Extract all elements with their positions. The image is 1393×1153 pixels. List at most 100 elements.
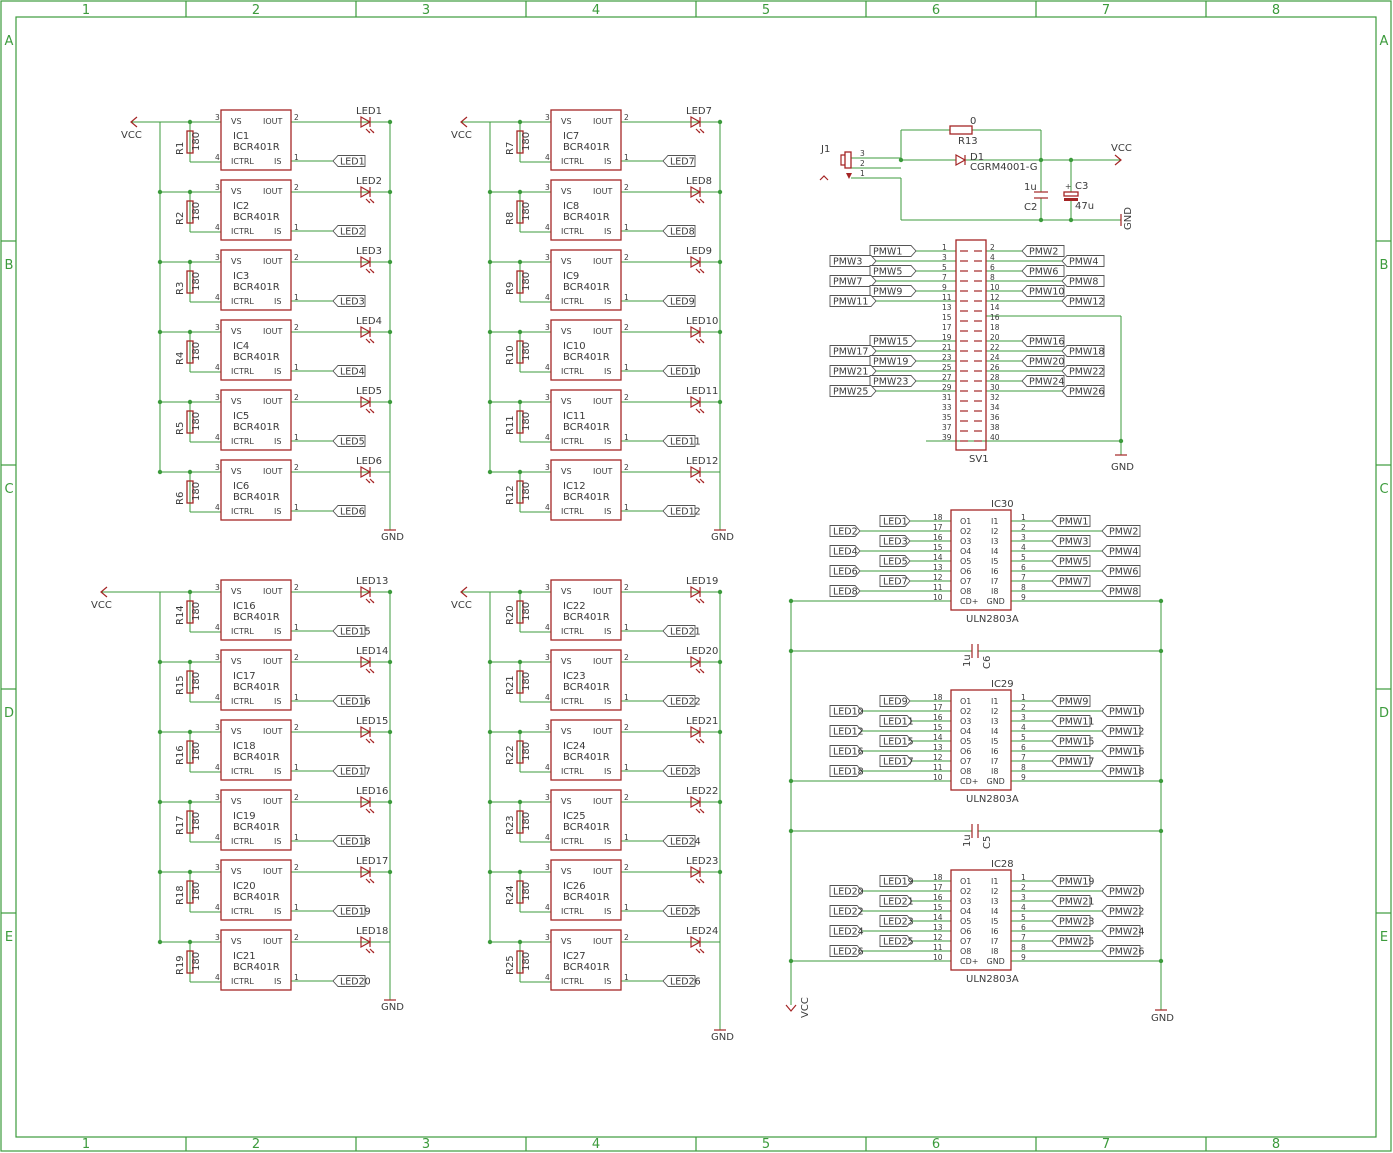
- resistor-designator: R8: [505, 212, 516, 225]
- net-label-flag: [879, 735, 913, 747]
- ic-designator: IC2: [233, 201, 249, 212]
- led-arrow-head: [702, 271, 704, 273]
- pin-number: 8: [1021, 943, 1026, 952]
- pin-number: 4: [545, 623, 550, 632]
- capacitor-plate-positive: [1063, 191, 1079, 197]
- net-label-flag: [1101, 565, 1141, 577]
- net-label-text: LED26: [833, 947, 864, 958]
- net-label-flag: [879, 695, 911, 707]
- pin-name-ictrl: ICTRL: [561, 297, 584, 306]
- net-label-flag: [1021, 245, 1065, 257]
- net-label-text: LED20: [340, 977, 371, 988]
- ic-value: ULN2803A: [966, 974, 1019, 985]
- pin-number: 17: [942, 323, 952, 332]
- pin-number: 4: [215, 293, 220, 302]
- pin-number: 9: [1021, 953, 1026, 962]
- pin-number: 4: [545, 363, 550, 372]
- pin-number: 3: [545, 463, 550, 472]
- net-label-flag: [829, 565, 861, 577]
- net-label-text: LED18: [833, 767, 864, 778]
- jack-switch-arrow: [846, 173, 852, 179]
- pin-name-iout: IOUT: [593, 587, 613, 596]
- jack-designator: J1: [820, 144, 830, 155]
- resistor-body: [186, 880, 194, 904]
- led-designator: LED17: [356, 856, 388, 867]
- pin-number: 27: [942, 373, 952, 382]
- led-arrow-head: [368, 601, 370, 603]
- led-designator: LED14: [356, 646, 388, 657]
- pin-name-vs: VS: [231, 937, 242, 946]
- pin-name: O7: [960, 577, 971, 586]
- pin-number: 29: [942, 383, 952, 392]
- net-label-text: PMW23: [873, 377, 908, 388]
- net-label-flag: [1101, 725, 1141, 737]
- pin-name-vs: VS: [561, 327, 572, 336]
- pin-name-vs: VS: [231, 257, 242, 266]
- pin-number: 6: [1021, 563, 1026, 572]
- pin-name-iout: IOUT: [263, 187, 283, 196]
- led-arrow-head: [702, 341, 704, 343]
- pin-name-iout: IOUT: [593, 867, 613, 876]
- pin-name: I1: [991, 517, 998, 526]
- jack-sleeve-icon: [819, 175, 829, 181]
- pin-name-is: IS: [274, 437, 281, 446]
- net-label-text: LED3: [883, 537, 908, 548]
- resistor-body: [516, 740, 524, 764]
- led-designator: LED8: [686, 176, 712, 187]
- net-label-text: PMW15: [873, 337, 908, 348]
- pin-number: 4: [215, 503, 220, 512]
- pin-number: 1: [1021, 873, 1026, 882]
- dc-jack-body: [844, 151, 852, 169]
- ic-value: BCR401R: [233, 682, 280, 693]
- net-label-flag: [1101, 905, 1141, 917]
- net-label-flag: [869, 375, 917, 387]
- pin-name-vs: VS: [231, 587, 242, 596]
- pin-name: O8: [960, 587, 971, 596]
- net-label-flag: [332, 625, 366, 637]
- resistor-value: 180: [191, 672, 202, 691]
- led-arrow-head: [372, 881, 374, 883]
- ic-designator: IC21: [233, 951, 256, 962]
- pin-name: I6: [991, 747, 998, 756]
- ic-value: BCR401R: [233, 892, 280, 903]
- column-label: 6: [932, 1137, 940, 1152]
- net-label-flag: [879, 875, 913, 887]
- net-label-text: LED24: [670, 837, 701, 848]
- pin-name-iout: IOUT: [263, 587, 283, 596]
- capacitor-designator: C3: [1075, 181, 1088, 192]
- pin-name-iout: IOUT: [593, 657, 613, 666]
- pin-number: 3: [545, 113, 550, 122]
- resistor-r13-body: [949, 125, 973, 135]
- capacitor-designator: C2: [1024, 202, 1037, 213]
- net-label-flag: [1051, 535, 1091, 547]
- pin-number: 1: [624, 833, 629, 842]
- net-label-flag: [662, 835, 696, 847]
- pin-name: I8: [991, 587, 998, 596]
- pin-number: 3: [545, 323, 550, 332]
- pin-name: GND: [987, 777, 1005, 786]
- bcr401r-driver-ic: [550, 249, 622, 311]
- junction-dot: [1118, 438, 1124, 444]
- net-label-text: PMW4: [1069, 257, 1098, 268]
- resistor-value: 180: [521, 132, 532, 151]
- net-label-text: PMW18: [1109, 767, 1144, 778]
- pin-name: O2: [960, 707, 971, 716]
- column-label: 1: [82, 3, 90, 18]
- pin-number: 1: [624, 153, 629, 162]
- led-arrow-head: [698, 271, 700, 273]
- net-label-text: PMW2: [1029, 247, 1058, 258]
- pin-number: 4: [545, 153, 550, 162]
- ic-value: BCR401R: [563, 282, 610, 293]
- bcr401r-driver-ic: [550, 649, 622, 711]
- pin-number: 8: [1021, 763, 1026, 772]
- net-label-text: LED22: [670, 697, 701, 708]
- pin-number: 2: [1021, 523, 1026, 532]
- pin-name: O5: [960, 737, 971, 746]
- pin-name-iout: IOUT: [263, 657, 283, 666]
- led-diode-icon: [690, 185, 702, 199]
- net-label-flag: [332, 765, 366, 777]
- ic-value: BCR401R: [563, 892, 610, 903]
- pin-number: 1: [624, 763, 629, 772]
- net-label-flag: [829, 585, 861, 597]
